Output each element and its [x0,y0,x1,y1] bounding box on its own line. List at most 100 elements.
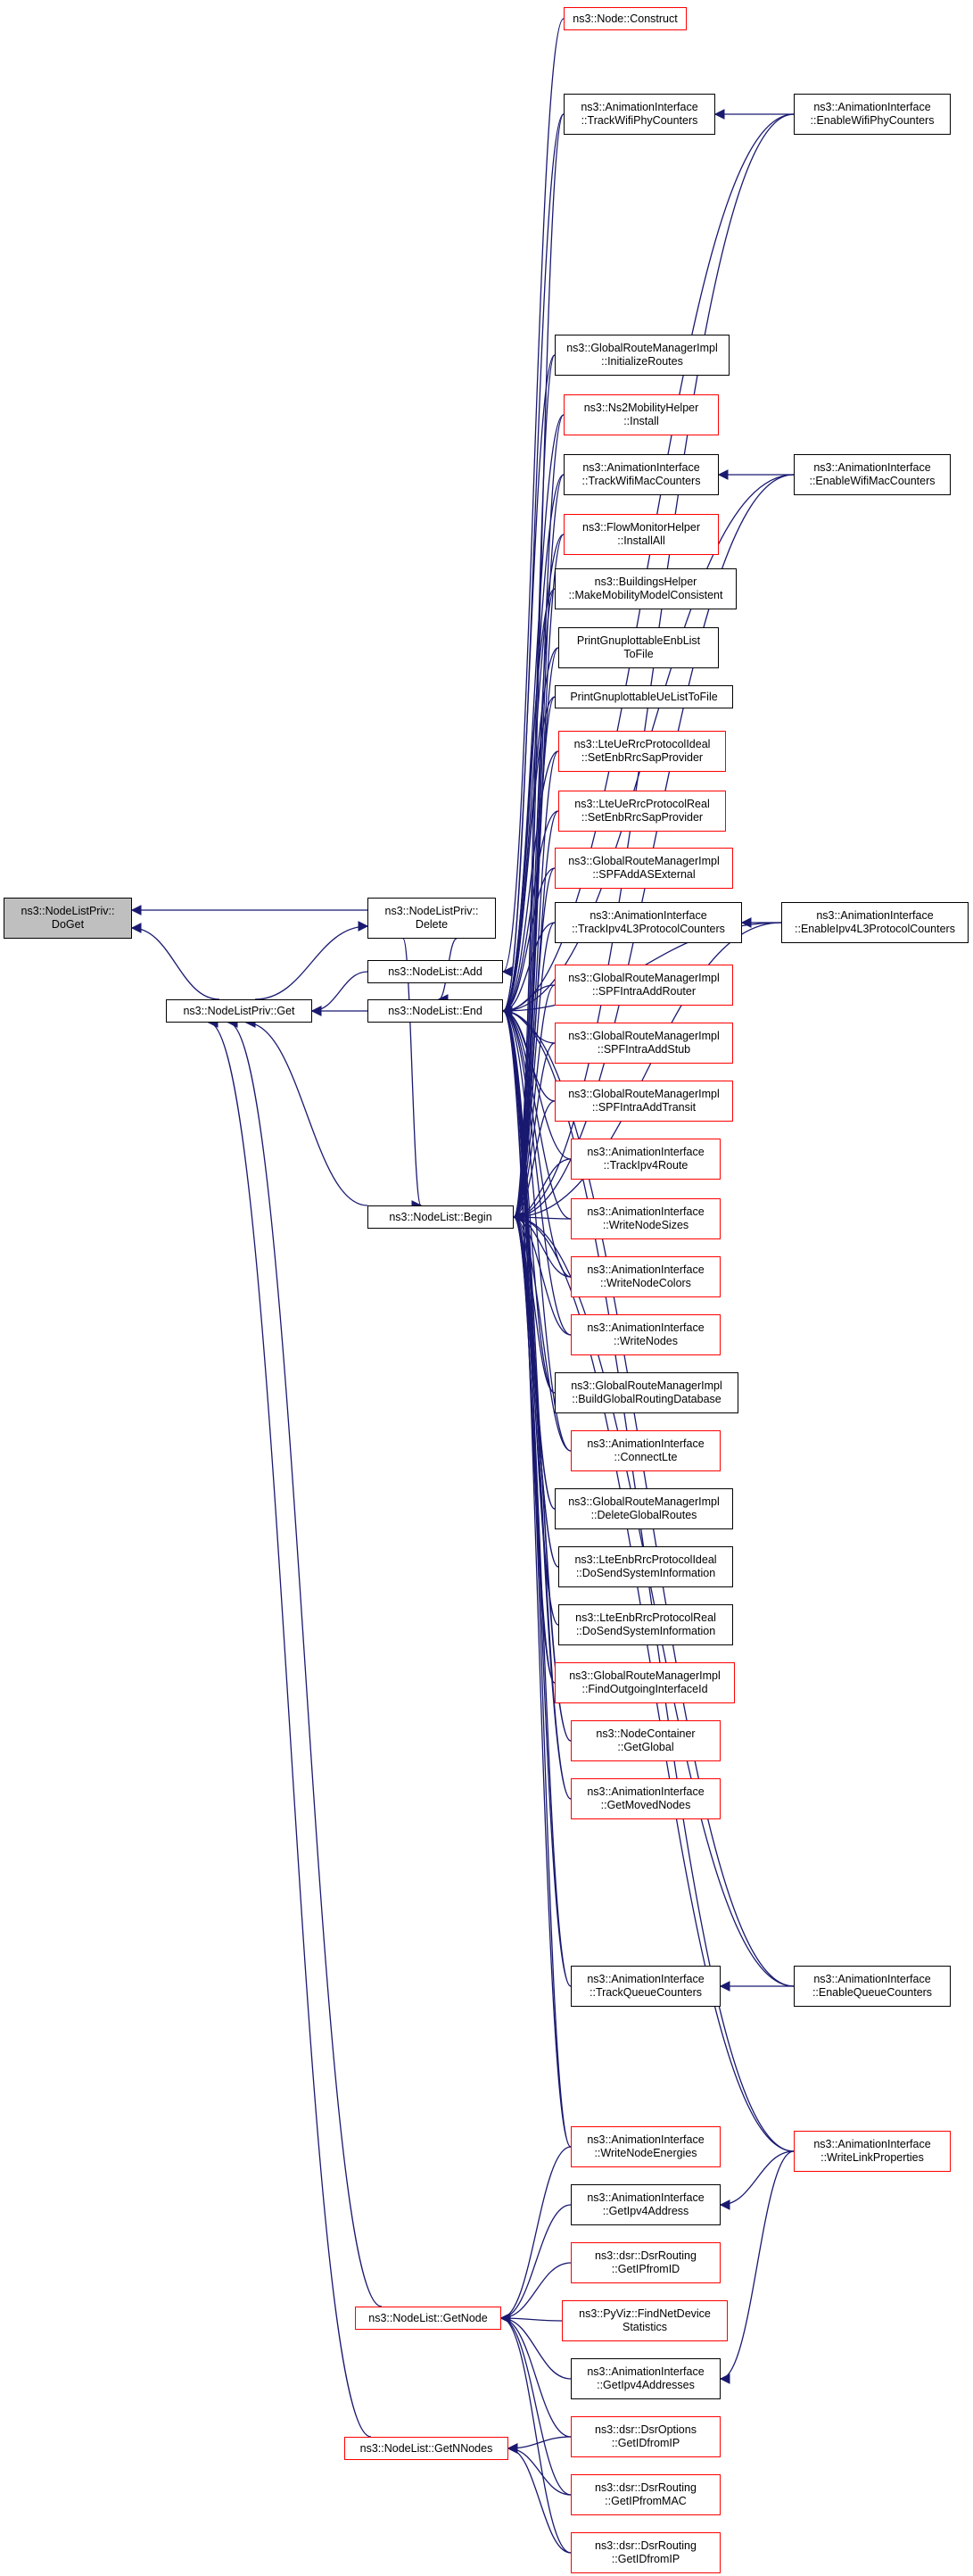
node-add[interactable]: ns3::NodeList::Add [367,960,503,983]
node-trackwifiphy[interactable]: ns3::AnimationInterface::TrackWifiPhyCou… [564,94,715,135]
node-connectlte[interactable]: ns3::AnimationInterface::ConnectLte [571,1430,721,1471]
node-label-line: ::MakeMobilityModelConsistent [568,589,723,601]
node-end[interactable]: ns3::NodeList::End [367,999,503,1023]
node-label-line: ns3::NodeContainer [596,1727,696,1740]
node-writeenergies[interactable]: ns3::AnimationInterface::WriteNodeEnergi… [571,2126,721,2167]
node-trackqueue[interactable]: ns3::AnimationInterface::TrackQueueCount… [571,1966,721,2007]
node-label-line: ns3::AnimationInterface [582,461,700,474]
node-label-line: ::EnableWifiMacCounters [809,475,936,487]
node-label-line: ::TrackIpv4Route [603,1159,689,1172]
node-label-line: ns3::AnimationInterface [813,2138,931,2150]
node-trackroute[interactable]: ns3::AnimationInterface::TrackIpv4Route [571,1139,721,1180]
node-get[interactable]: ns3::NodeListPriv::Get [166,999,312,1023]
node-label-line: Statistics [622,2321,667,2333]
node-getnnodes[interactable]: ns3::NodeList::GetNNodes [344,2437,508,2460]
node-label-line: ns3::AnimationInterface [587,2191,705,2204]
node-getmoved[interactable]: ns3::AnimationInterface::GetMovedNodes [571,1778,721,1819]
node-ltereal[interactable]: ns3::LteUeRrcProtocolReal::SetEnbRrcSapP… [558,791,726,832]
node-label-line: ns3::LteUeRrcProtocolIdeal [573,738,711,750]
node-initroutes[interactable]: ns3::GlobalRouteManagerImpl::InitializeR… [555,335,730,376]
node-label-line: ns3::AnimationInterface [587,1321,705,1334]
node-lteideal[interactable]: ns3::LteUeRrcProtocolIdeal::SetEnbRrcSap… [558,731,726,772]
node-label-line: ns3::NodeList::End [388,1004,482,1017]
node-label-line: ::WriteLinkProperties [820,2151,924,2164]
node-getipv4s[interactable]: ns3::AnimationInterface::GetIpv4Addresse… [571,2358,721,2399]
node-label-line: ns3::NodeList::Add [388,965,482,978]
edge-routgetid-to-getnode [499,2313,572,2554]
node-enbideal[interactable]: ns3::LteEnbRrcProtocolIdeal::DoSendSyste… [558,1546,733,1587]
edge-get-to-delete [254,921,369,1000]
node-getipv4[interactable]: ns3::AnimationInterface::GetIpv4Address [571,2184,721,2225]
node-ns2install[interactable]: ns3::Ns2MobilityHelper::Install [564,394,719,435]
node-label-line: ::SPFIntraAddRouter [591,985,697,998]
node-label-line: ns3::dsr::DsrRouting [595,2481,697,2494]
edge-getmoved-to-begin [512,1212,572,1800]
node-getglobal[interactable]: ns3::NodeContainer::GetGlobal [571,1720,721,1761]
node-label-line: ns3::GlobalRouteManagerImpl [566,342,718,354]
node-label-line: ns3::dsr::DsrRouting [595,2249,697,2262]
node-spftransit[interactable]: ns3::GlobalRouteManagerImpl::SPFIntraAdd… [555,1081,733,1122]
node-label-line: ::WriteNodeSizes [602,1219,689,1231]
node-label-line: ::GetIpv4Addresses [597,2379,695,2391]
node-deleteglobal[interactable]: ns3::GlobalRouteManagerImpl::DeleteGloba… [555,1488,733,1529]
node-construct[interactable]: ns3::Node::Construct [564,7,687,30]
node-label-line: ::GetIpv4Address [602,2205,689,2217]
node-writecolors[interactable]: ns3::AnimationInterface::WriteNodeColors [571,1256,721,1297]
node-getipfrommac[interactable]: ns3::dsr::DsrRouting::GetIPfromMAC [571,2474,721,2515]
node-enablewifiphy[interactable]: ns3::AnimationInterface::EnableWifiPhyCo… [794,94,951,135]
node-installall[interactable]: ns3::FlowMonitorHelper::InstallAll [564,514,719,555]
node-label-line: ns3::PyViz::FindNetDevice [579,2307,711,2320]
node-label-line: ns3::AnimationInterface [587,2133,705,2146]
node-mobconsistent[interactable]: ns3::BuildingsHelper::MakeMobilityModelC… [555,568,737,609]
node-optsgetid[interactable]: ns3::dsr::DsrOptions::GetIDfromIP [571,2416,721,2457]
node-routgetid[interactable]: ns3::dsr::DsrRouting::GetIDfromIP [571,2532,721,2573]
edge-writeenergies-to-end [501,1006,572,2148]
node-label-line: ns3::GlobalRouteManagerImpl [569,1669,721,1682]
node-findif[interactable]: ns3::GlobalRouteManagerImpl::FindOutgoin… [555,1662,735,1703]
node-trackl3[interactable]: ns3::AnimationInterface::TrackIpv4L3Prot… [555,902,742,943]
node-trackwifimac[interactable]: ns3::AnimationInterface::TrackWifiMacCou… [564,454,719,495]
node-label-line: ns3::GlobalRouteManagerImpl [568,1088,720,1100]
node-label-line: ns3::GlobalRouteManagerImpl [571,1379,722,1392]
node-label-line: ::TrackWifiPhyCounters [581,114,698,127]
edge-trackl3-to-begin [512,922,556,1222]
node-writesizes[interactable]: ns3::AnimationInterface::WriteNodeSizes [571,1198,721,1239]
node-printue[interactable]: PrintGnuplottableUeListToFile [555,685,733,708]
node-label-line: ns3::NodeList::GetNNodes [359,2441,493,2455]
node-label-line: ns3::AnimationInterface [587,1146,705,1158]
node-spfase[interactable]: ns3::GlobalRouteManagerImpl::SPFAddASExt… [555,848,733,889]
node-delete[interactable]: ns3::NodeListPriv::Delete [367,898,496,939]
node-buildglobal[interactable]: ns3::GlobalRouteManagerImpl::BuildGlobal… [555,1372,738,1413]
node-label-line: ns3::AnimationInterface [587,1205,705,1218]
edge-construct-to-add [501,18,565,977]
node-label-line: ::GetGlobal [617,1741,674,1753]
node-getipfromid[interactable]: ns3::dsr::DsrRouting::GetIPfromID [571,2242,721,2283]
node-begin[interactable]: ns3::NodeList::Begin [367,1205,514,1229]
edge-trackroute-to-end [501,1006,572,1160]
edge-enablewifiphy-to-end [501,113,795,1016]
node-spfrouter[interactable]: ns3::GlobalRouteManagerImpl::SPFIntraAdd… [555,965,733,1006]
node-label-line: ToFile [623,648,654,660]
node-label-line: ::FindOutgoingInterfaceId [581,1683,708,1695]
node-label-line: ::GetIDfromIP [611,2553,680,2565]
node-writelink[interactable]: ns3::AnimationInterface::WriteLinkProper… [794,2131,951,2172]
node-label-line: ns3::NodeListPriv:: [384,905,479,917]
node-enablequeue[interactable]: ns3::AnimationInterface::EnableQueueCoun… [794,1966,951,2007]
node-enablewifimac[interactable]: ns3::AnimationInterface::EnableWifiMacCo… [794,454,951,495]
edge-enablequeue-to-begin [512,1212,795,1987]
node-label-line: ::GetIPfromMAC [605,2495,687,2507]
node-getnode[interactable]: ns3::NodeList::GetNode [355,2307,501,2330]
edge-add-to-get [310,971,368,1016]
node-label-line: Delete [415,918,449,931]
edge-writelink-to-getipv4 [719,2150,795,2210]
node-enablel3[interactable]: ns3::AnimationInterface::EnableIpv4L3Pro… [781,902,969,943]
node-writenodes[interactable]: ns3::AnimationInterface::WriteNodes [571,1314,721,1355]
node-label-line: ::GetIPfromID [611,2263,680,2275]
edge-getipfromid-to-getnode [499,2262,572,2323]
node-enbreal[interactable]: ns3::LteEnbRrcProtocolReal::DoSendSystem… [558,1604,733,1645]
edge-writelink-to-getipv4s [719,2150,795,2384]
node-spfstub[interactable]: ns3::GlobalRouteManagerImpl::SPFIntraAdd… [555,1023,733,1064]
node-label-line: ns3::BuildingsHelper [594,576,697,588]
